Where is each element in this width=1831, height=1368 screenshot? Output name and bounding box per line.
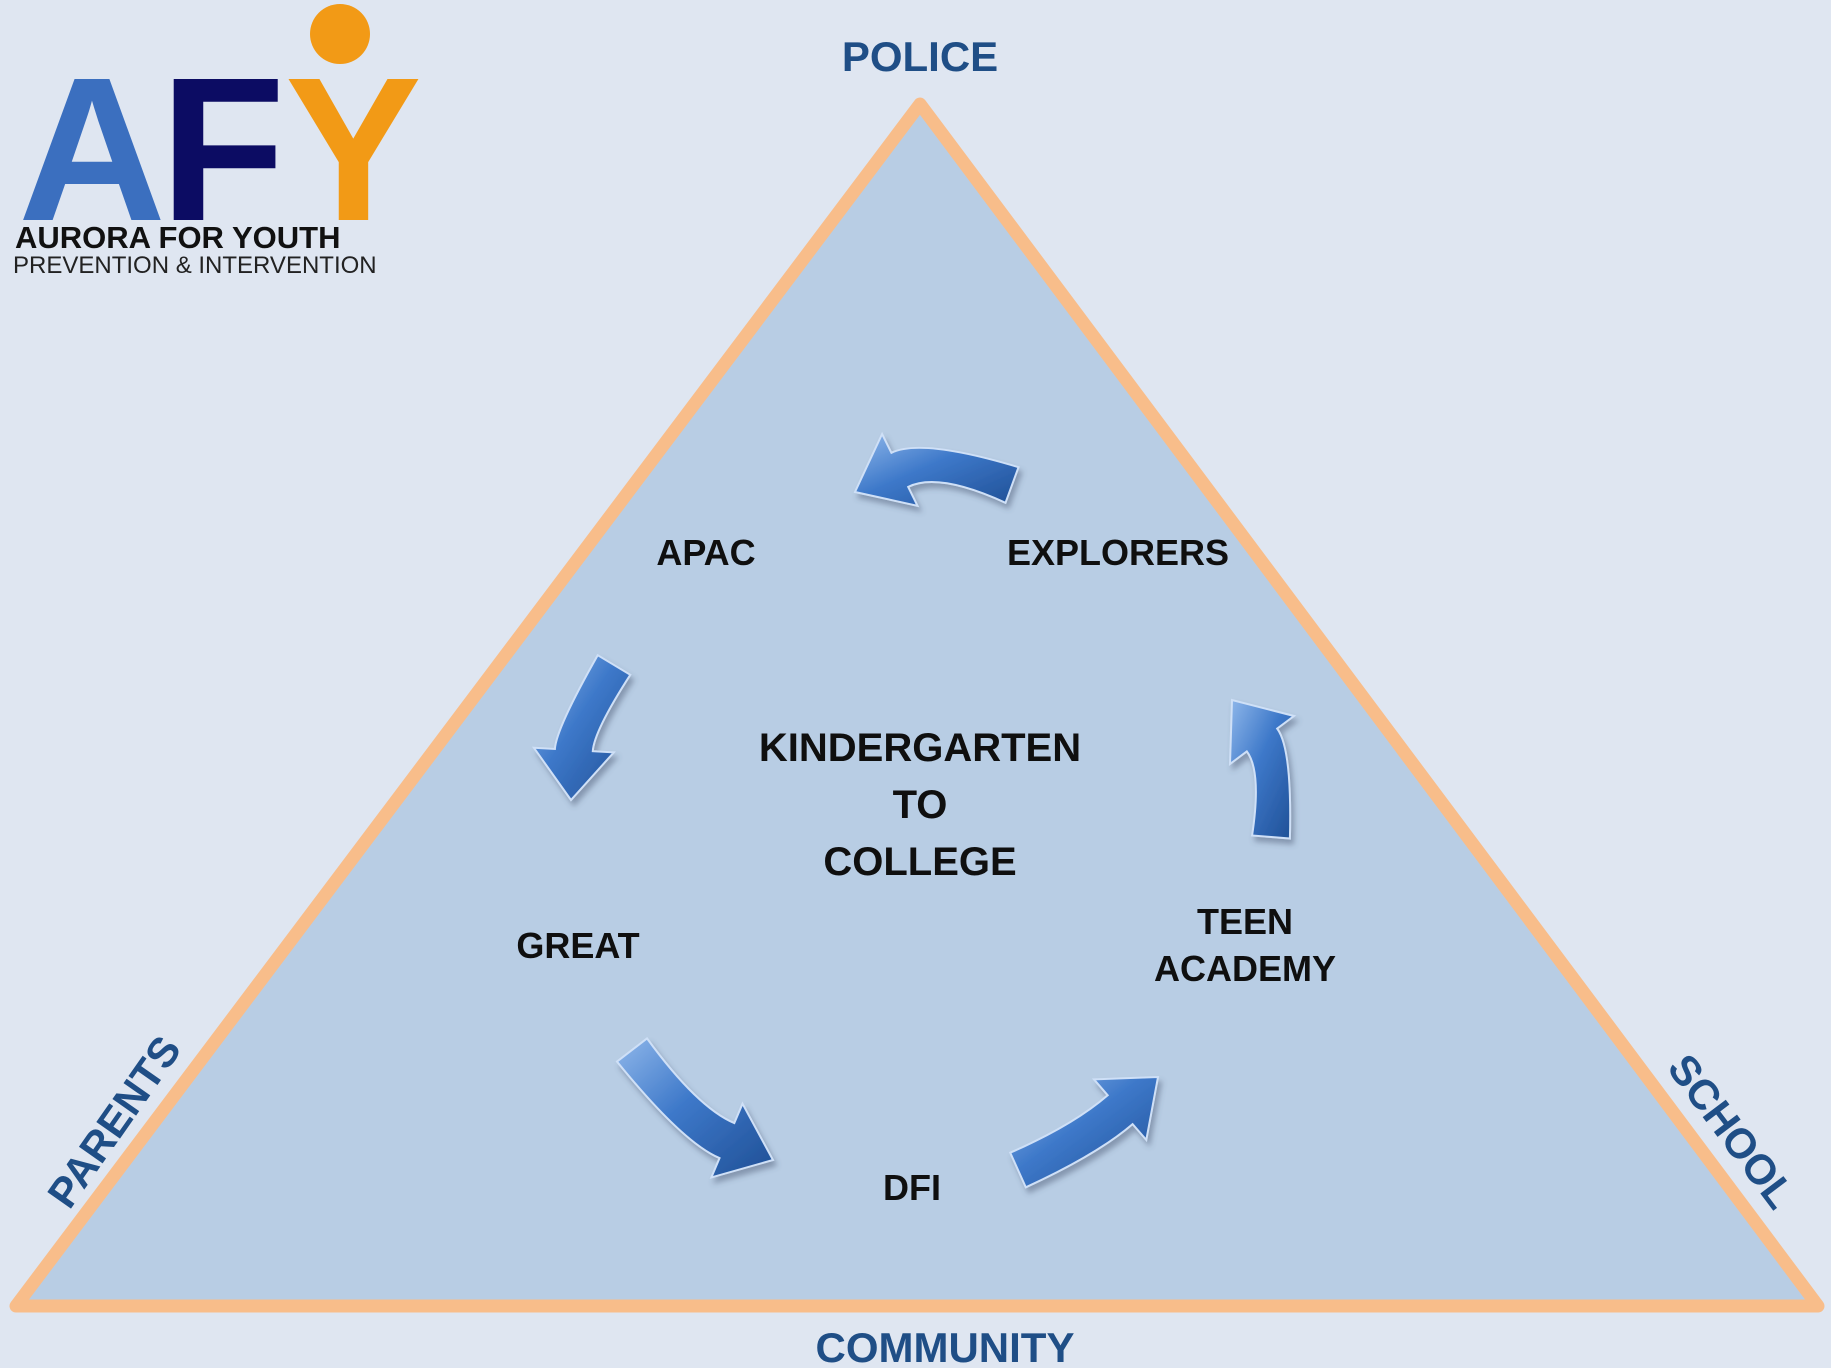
logo-figure-head-icon [310,4,370,64]
arrow-great-to-dfi [615,1036,775,1179]
node-apac: APAC [656,532,755,573]
triangle-shape [9,97,1825,1313]
side-label-community: COMMUNITY [816,1324,1075,1368]
cycle-arrows [531,431,1297,1189]
logo-letter-a: A [18,35,161,264]
node-dfi: DFI [883,1167,941,1208]
afy-logo: A F Y AURORA FOR YOUTH PREVENTION & INTE… [13,4,431,279]
node-teen-academy-line1: TEEN [1197,901,1293,942]
logo-tagline: PREVENTION & INTERVENTION [13,252,377,279]
logo-letter-y: Y [285,35,419,264]
node-teen-academy-line2: ACADEMY [1154,948,1336,989]
arrow-teen-to-explorers [1228,698,1297,840]
node-explorers: EXPLORERS [1007,532,1229,573]
logo-org-name: AURORA FOR YOUTH [15,220,341,255]
side-label-police: POLICE [842,33,998,80]
logo-letter-f: F [160,35,278,264]
node-great: GREAT [516,925,639,966]
arrow-explorers-to-apac [853,431,1020,508]
center-label-line2: TO [893,783,948,827]
arrow-dfi-to-teen [1008,1075,1160,1189]
center-label-line1: KINDERGARTEN [759,726,1081,770]
arrow-apac-to-great [531,653,632,802]
center-label-line3: COLLEGE [823,840,1016,884]
